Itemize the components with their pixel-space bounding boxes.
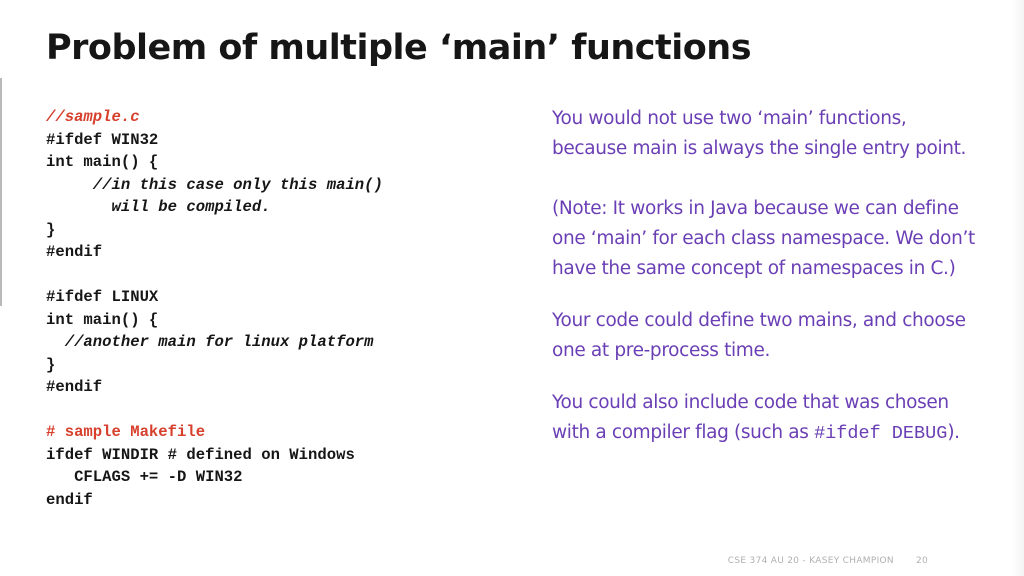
note-paragraph-4: You could also include code that was cho… xyxy=(552,388,992,448)
right-edge-shade xyxy=(1012,0,1024,576)
code-block: //sample.c #ifdef WIN32 int main() { //i… xyxy=(46,106,516,511)
note-line: have the same concept of namespaces in C… xyxy=(552,258,956,279)
code-line: int main() { xyxy=(46,310,159,329)
notes-text: You would not use two ‘main’ functions, … xyxy=(552,104,992,448)
note-line: You could also include code that was cho… xyxy=(552,392,949,413)
code-line: endif xyxy=(46,490,93,509)
note-text: with a compiler flag (such as xyxy=(552,422,815,443)
code-line: int main() { xyxy=(46,153,159,171)
code-line-makefile-comment: # sample Makefile xyxy=(46,423,206,441)
note-line: with a compiler flag (such as #ifdef DEB… xyxy=(552,418,992,448)
code-line: ifdef WINDIR # defined on Windows xyxy=(46,445,355,464)
note-line: because main is always the single entry … xyxy=(552,138,967,159)
note-line: Your code could define two mains, and ch… xyxy=(552,310,966,331)
note-line: You would not use two ‘main’ functions, xyxy=(552,108,907,129)
code-line: #ifdef LINUX xyxy=(46,288,159,306)
code-line: } xyxy=(46,220,56,239)
note-line: (Note: It works in Java because we can d… xyxy=(552,198,959,219)
code-line-comment: //in this case only this main() xyxy=(46,175,383,194)
note-line: one ‘main’ for each class namespace. We … xyxy=(552,228,975,249)
note-paragraph-3: Your code could define two mains, and ch… xyxy=(552,306,992,366)
code-line: #endif xyxy=(46,378,103,396)
code-line: } xyxy=(46,355,56,374)
code-line-comment: will be compiled. xyxy=(46,198,271,216)
left-edge-line xyxy=(0,78,2,306)
code-line: CFLAGS += -D WIN32 xyxy=(46,468,243,486)
note-paragraph-2: (Note: It works in Java because we can d… xyxy=(552,194,992,284)
slide-title: Problem of multiple ‘main’ functions xyxy=(46,28,752,68)
footer-course: CSE 374 AU 20 - KASEY CHAMPION xyxy=(727,556,894,566)
code-blank-line xyxy=(46,264,516,287)
code-line: #endif xyxy=(46,243,103,261)
code-line-comment: //sample.c xyxy=(46,108,140,126)
code-line-comment: //another main for linux platform xyxy=(46,333,374,351)
slide-footer: CSE 374 AU 20 - KASEY CHAMPION 20 xyxy=(728,556,928,566)
inline-code: #ifdef DEBUG xyxy=(814,423,948,444)
note-line: one at pre-process time. xyxy=(552,340,771,361)
note-text: ). xyxy=(947,422,960,443)
note-paragraph-1: You would not use two ‘main’ functions, … xyxy=(552,104,992,164)
code-blank-line xyxy=(46,399,516,422)
code-line: #ifdef WIN32 xyxy=(46,130,159,149)
page-number: 20 xyxy=(915,556,928,566)
